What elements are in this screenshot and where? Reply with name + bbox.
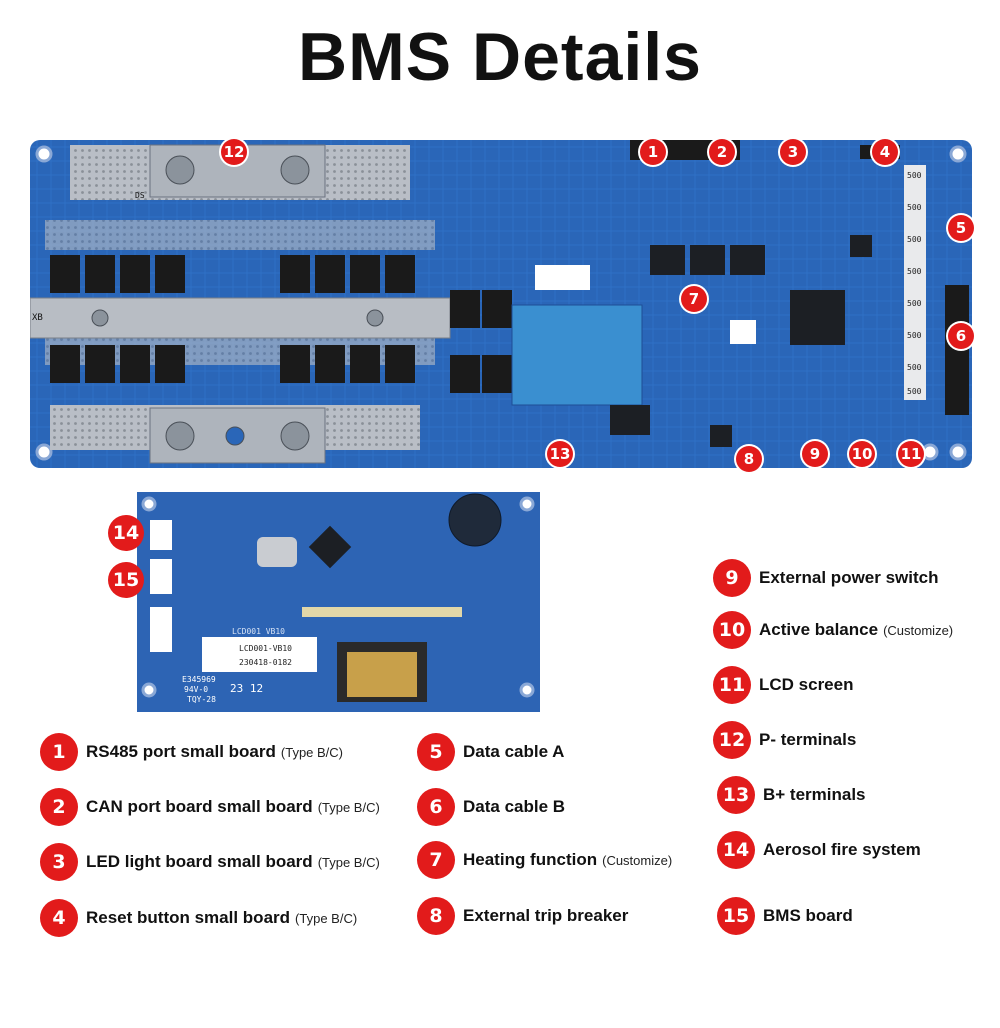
legend-badge: 1 <box>40 733 78 771</box>
legend-badge: 12 <box>713 721 751 759</box>
resistor-labels: 500 500 500 500 500 500 500 500 <box>907 171 922 396</box>
legend-note: (Customize) <box>602 852 673 868</box>
legend-badge: 2 <box>40 788 78 826</box>
legend-badge: 5 <box>417 733 455 771</box>
legend-badge: 7 <box>417 841 455 879</box>
callout-badge-12: 12 <box>221 139 247 165</box>
legend-item-10: 10 Active balance (Customize) <box>713 610 953 650</box>
callout-badge-15: 15 <box>108 562 144 598</box>
legend-note: (Type B/C) <box>280 744 344 760</box>
resistor-code: 500 <box>907 363 922 372</box>
legend-item-15: 15 BMS board <box>717 896 858 936</box>
legend-item-14: 14 Aerosol fire system <box>717 830 926 870</box>
cert-1: E345969 <box>182 675 216 684</box>
legend-label: BMS board <box>763 906 853 925</box>
legend-label: RS485 port small board <box>86 742 276 761</box>
chip-code: XB <box>32 313 43 323</box>
legend-badge: 10 <box>713 611 751 649</box>
legend-label: Active balance <box>759 620 879 639</box>
callout-badge-14: 14 <box>108 515 144 551</box>
legend-item-4: 4 Reset button small board (Type B/C) <box>40 898 357 938</box>
cert-3: TQY-28 <box>187 695 216 704</box>
legend-item-3: 3 LED light board small board (Type B/C) <box>40 842 380 882</box>
legend-label: Data cable A <box>463 742 565 761</box>
legend-item-1: 1 RS485 port small board (Type B/C) <box>40 732 343 772</box>
resistor-code: 500 <box>907 331 922 340</box>
resistor-code: 500 <box>907 299 922 308</box>
callout-badge-8: 8 <box>736 446 762 472</box>
resistor-code: 500 <box>907 387 922 396</box>
resistor-code: 500 <box>907 235 922 244</box>
callout-badge-1: 1 <box>640 139 666 165</box>
bms-board-photo: 500 500 500 500 500 500 500 500 XB DS <box>30 140 972 468</box>
legend-label: Data cable B <box>463 797 566 816</box>
legend-badge: 6 <box>417 788 455 826</box>
callout-badge-7: 7 <box>681 286 707 312</box>
legend-label: External trip breaker <box>463 906 629 925</box>
legend-note: (Type B/C) <box>317 799 380 815</box>
legend-item-13: 13 B+ terminals <box>717 775 871 815</box>
legend-label: Aerosol fire system <box>763 840 921 859</box>
legend-label: Reset button small board <box>86 908 291 927</box>
legend-item-6: 6 Data cable B <box>417 787 570 827</box>
legend-item-9: 9 External power switch <box>713 558 944 598</box>
callout-badge-4: 4 <box>872 139 898 165</box>
legend-badge: 15 <box>717 897 755 935</box>
legend-item-11: 11 LCD screen <box>713 665 858 705</box>
legend-badge: 4 <box>40 899 78 937</box>
legend-label: Heating function <box>463 850 598 869</box>
resistor-code: 500 <box>907 171 922 180</box>
diode-code: DS <box>135 191 145 200</box>
callout-badge-2: 2 <box>709 139 735 165</box>
legend-badge: 3 <box>40 843 78 881</box>
callout-badge-11: 11 <box>898 441 924 467</box>
legend-badge: 8 <box>417 897 455 935</box>
legend-label: LCD screen <box>759 675 854 694</box>
legend-badge: 11 <box>713 666 751 704</box>
callout-badge-6: 6 <box>948 323 974 349</box>
page-title: BMS Details <box>298 19 702 95</box>
lcd-board-photo: LCD001-VB10 230418-0182 LCD001 VB10 E345… <box>137 492 540 712</box>
callout-badge-13: 13 <box>547 441 573 467</box>
callout-badge-5: 5 <box>948 215 974 241</box>
legend-item-7: 7 Heating function (Customize) <box>417 840 672 880</box>
callout-badge-3: 3 <box>780 139 806 165</box>
legend-badge: 13 <box>717 776 755 814</box>
qr-label-2: 230418-0182 <box>239 658 292 667</box>
legend-note: (Type B/C) <box>295 910 358 926</box>
legend-label: CAN port board small board <box>86 797 313 816</box>
resistor-code: 500 <box>907 267 922 276</box>
legend-label: B+ terminals <box>763 785 866 804</box>
legend-item-2: 2 CAN port board small board (Type B/C) <box>40 787 380 827</box>
callout-badge-10: 10 <box>849 441 875 467</box>
legend-badge: 9 <box>713 559 751 597</box>
cert-2: 94V-0 <box>184 685 208 694</box>
callout-badge-9: 9 <box>802 441 828 467</box>
legend-item-12: 12 P- terminals <box>713 720 861 760</box>
board-id: LCD001 VB10 <box>232 627 285 636</box>
legend-note: (Customize) <box>883 622 954 638</box>
legend-note: (Type B/C) <box>317 854 380 870</box>
legend-item-8: 8 External trip breaker <box>417 896 633 936</box>
legend-label: LED light board small board <box>86 852 313 871</box>
qr-label-1: LCD001-VB10 <box>239 644 292 653</box>
legend-badge: 14 <box>717 831 755 869</box>
legend-label: P- terminals <box>759 730 857 749</box>
legend-item-5: 5 Data cable A <box>417 732 569 772</box>
date-code: 23 12 <box>230 682 263 695</box>
legend-label: External power switch <box>759 568 939 587</box>
resistor-code: 500 <box>907 203 922 212</box>
